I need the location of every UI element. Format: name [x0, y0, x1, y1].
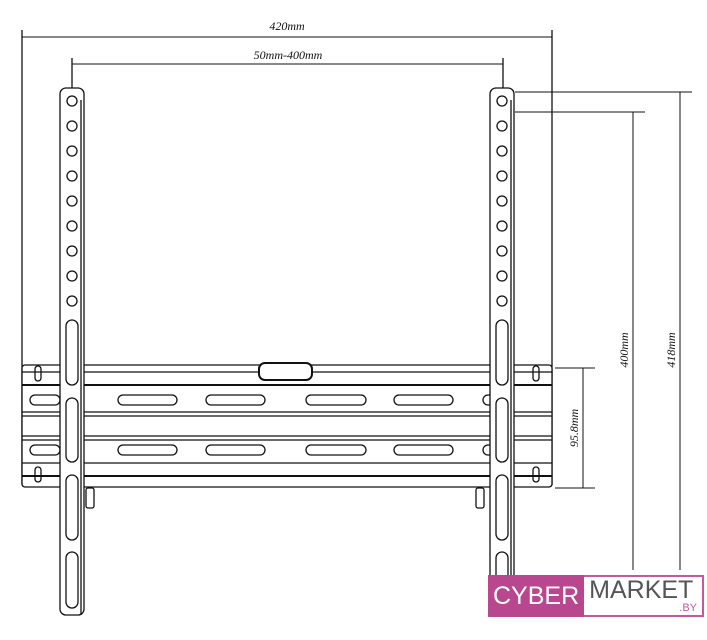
mount-hole	[66, 295, 78, 307]
mount-hole	[66, 245, 78, 257]
dimension-verticals: 400mm 418mm 95.8mm	[515, 91, 692, 570]
label-50-400mm: 50mm-400mm	[254, 48, 323, 62]
rail-slot	[117, 394, 178, 406]
rail-slot	[393, 444, 454, 456]
rail-slot	[205, 394, 266, 406]
dimension-hole-spacing: 50mm-400mm	[71, 48, 504, 92]
strip-slot	[65, 474, 79, 541]
mount-hole	[496, 220, 508, 232]
wall-rail	[21, 362, 553, 509]
label-400mm: 400mm	[617, 332, 631, 368]
mount-hole	[496, 245, 508, 257]
mount-hole	[496, 195, 508, 207]
mount-hole	[496, 95, 508, 107]
mount-hole	[496, 270, 508, 282]
mount-hole	[496, 145, 508, 157]
mount-hole	[66, 145, 78, 157]
strip-slot	[495, 397, 509, 463]
mount-hole	[496, 295, 508, 307]
label-420mm: 420mm	[269, 19, 305, 33]
mount-hole	[66, 195, 78, 207]
strip-slot	[495, 474, 509, 541]
mount-hole	[66, 120, 78, 132]
mount-hole	[66, 95, 78, 107]
label-418mm: 418mm	[664, 332, 678, 368]
rail-slot	[305, 444, 367, 456]
strip-slot	[495, 319, 509, 386]
mount-hole	[66, 170, 78, 182]
logo-market-text: MARKET	[589, 576, 694, 604]
strip-slot	[65, 397, 79, 463]
rail-slot	[117, 444, 178, 456]
rail-slot	[205, 444, 266, 456]
vertical-strip	[489, 87, 515, 616]
mount-hole	[496, 120, 508, 132]
logo-cyber: CYBER	[488, 575, 585, 617]
mount-hole	[66, 270, 78, 282]
strip-slot	[65, 319, 79, 386]
cybermarket-logo: CYBER MARKET .BY	[488, 575, 704, 617]
strip-slot	[65, 551, 79, 609]
lock-handle	[258, 362, 313, 381]
mount-hole	[66, 220, 78, 232]
label-95-8mm: 95.8mm	[567, 409, 581, 448]
logo-suffix: .BY	[679, 602, 697, 614]
rail-slot	[393, 394, 454, 406]
logo-market: MARKET .BY	[584, 575, 704, 617]
vertical-strip	[59, 87, 85, 616]
rail-slot	[305, 394, 367, 406]
mount-hole	[496, 170, 508, 182]
